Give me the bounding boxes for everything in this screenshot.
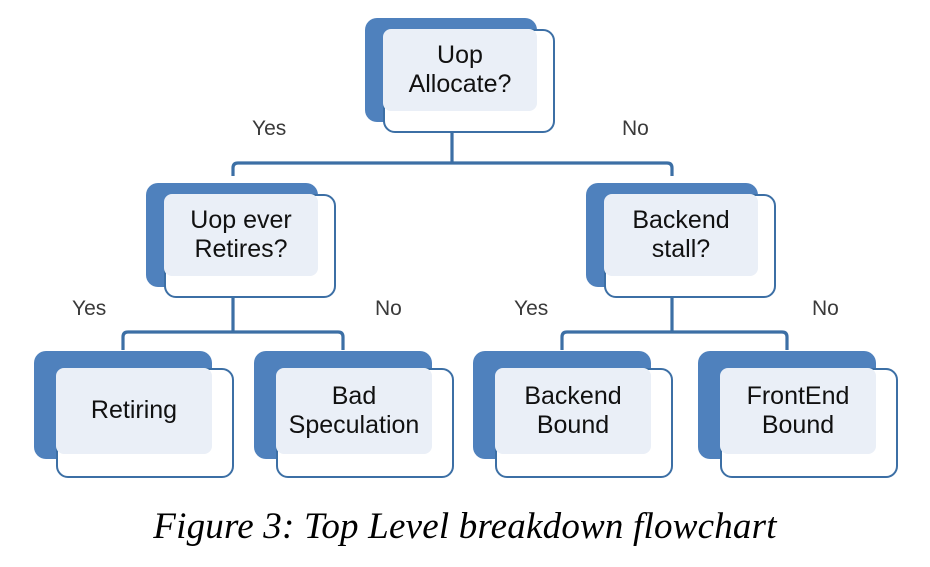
node-label: Uop Allocate? (408, 40, 512, 99)
node-label: Backend stall? (632, 205, 730, 264)
edge-bestall-bracket (560, 330, 789, 350)
edge-label-bestall-no: No (812, 297, 839, 320)
edge-label-root-no: No (622, 117, 649, 140)
edge-label-root-yes: Yes (252, 117, 287, 140)
node-panel: Uop ever Retires? (164, 194, 318, 276)
node-label: Retiring (90, 396, 178, 425)
edge-retires-bracket (121, 330, 345, 350)
edge-root-bracket (231, 161, 674, 176)
node-label: Bad Speculation (288, 381, 420, 440)
node-panel: Retiring (56, 368, 212, 454)
node-panel: Backend stall? (604, 194, 758, 276)
edge-label-retires-yes: Yes (72, 297, 107, 320)
node-label: Uop ever Retires? (190, 205, 292, 264)
figure-caption: Figure 3: Top Level breakdown flowchart (153, 506, 777, 547)
node-panel: FrontEnd Bound (720, 368, 876, 454)
node-panel: Bad Speculation (276, 368, 432, 454)
edge-label-retires-no: No (375, 297, 402, 320)
node-panel: Backend Bound (495, 368, 651, 454)
node-panel: Uop Allocate? (383, 29, 537, 111)
edge-label-bestall-yes: Yes (514, 297, 549, 320)
node-label: Backend Bound (524, 381, 622, 440)
node-label: FrontEnd Bound (746, 381, 850, 440)
